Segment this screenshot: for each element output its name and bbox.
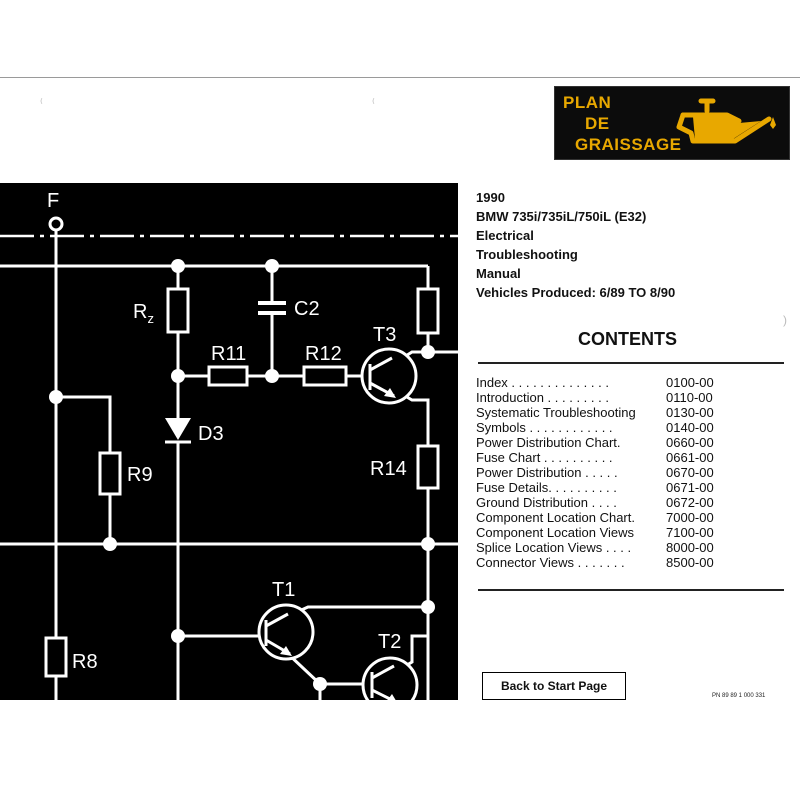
toc-item[interactable]: Component Location Chart. 7000-00 [476,510,776,525]
contents-top-rule [478,362,784,364]
schematic-labels: F Rz C2 R11 R12 T3 D3 R9 R14 T1 T2 R8 [47,190,407,673]
label-t3: T3 [373,324,396,346]
transistor-t2 [361,656,419,700]
toc-item-label[interactable]: Component Location Views [476,525,635,540]
toc-item[interactable]: Systematic Troubleshooting 0130-00 [476,405,776,420]
label-t1: T1 [272,579,295,601]
manual-year: 1990 [476,190,505,205]
toc-item-label[interactable]: Power Distribution . . . . . [476,465,618,480]
resistor-r9 [98,451,122,496]
contents-bottom-rule [478,589,784,591]
toc-item-label[interactable]: Splice Location Views . . . . [476,540,632,555]
resistor-r11 [207,365,249,387]
label-r9: R9 [127,464,153,486]
schematic-components [44,216,440,700]
toc-item-page[interactable]: 8500-00 [666,555,714,570]
toc-item[interactable]: Power Distribution Chart. 0660-00 [476,435,776,450]
label-c2: C2 [294,298,320,320]
transistor-internals [264,356,396,700]
oil-can-icon [676,98,776,144]
toc-item-page[interactable]: 0130-00 [666,405,714,420]
schematic-junctions [49,259,435,691]
transistor-t3 [360,347,418,405]
toc-item-page[interactable]: 0671-00 [666,480,714,495]
toc-item-label[interactable]: Systematic Troubleshooting [476,405,636,420]
resistor-r12 [302,365,348,387]
label-t2: T2 [378,631,401,653]
toc-item[interactable]: Splice Location Views . . . . 8000-00 [476,540,776,555]
resistor-rz [166,287,190,334]
toc-item-label[interactable]: Fuse Chart . . . . . . . . . . [476,450,613,465]
toc-item-label[interactable]: Index . . . . . . . . . . . . . . [476,375,609,390]
label-r11: R11 [211,343,246,365]
toc-item[interactable]: Fuse Chart . . . . . . . . . . 0661-00 [476,450,776,465]
resistor-r14 [416,444,440,490]
vehicles-produced: Vehicles Produced: 6/89 TO 8/90 [476,285,676,300]
top-divider [0,77,800,78]
diode-d3 [165,418,191,444]
toc-item-label[interactable]: Ground Distribution . . . . [476,495,617,510]
toc-item[interactable]: Introduction . . . . . . . . . 0110-00 [476,390,776,405]
toc-item-page[interactable]: 0672-00 [666,495,714,510]
resistor-top-right [416,287,440,335]
toc-item-label[interactable]: Connector Views . . . . . . . [476,555,625,570]
toc-item-page[interactable]: 7100-00 [666,525,714,540]
manual-title-line-2: Troubleshooting [476,247,578,262]
toc-item[interactable]: Power Distribution . . . . . 0670-00 [476,465,776,480]
toc-item-label[interactable]: Symbols . . . . . . . . . . . . [476,420,613,435]
circuit-schematic: F Rz C2 R11 R12 T3 D3 R9 R14 T1 T2 R8 [0,183,458,700]
toc-item-page[interactable]: 8000-00 [666,540,714,555]
toc-item-page[interactable]: 0670-00 [666,465,714,480]
manual-header: 1990 BMW 735i/735iL/750iL (E32) Electric… [476,188,796,302]
label-r8: R8 [72,651,98,673]
scan-mark: ⁽ [372,96,375,110]
toc-item-label[interactable]: Fuse Details. . . . . . . . . . [476,480,617,495]
label-rz: Rz [133,301,154,326]
logo-line-1: PLAN [563,93,612,112]
capacitor-c2 [258,301,286,315]
toc-item-label[interactable]: Power Distribution Chart. [476,435,621,450]
contents-list: Index . . . . . . . . . . . . . . 0100-00… [476,375,776,570]
label-f: F [47,190,59,212]
terminal-f [48,216,64,232]
toc-item-label[interactable]: Introduction . . . . . . . . . [476,390,609,405]
toc-item-label[interactable]: Component Location Chart. [476,510,635,525]
toc-item-page[interactable]: 0110-00 [666,390,713,405]
resistor-r8 [44,636,68,678]
part-number: PN 89 89 1 000 331 [712,693,766,699]
label-d3: D3 [198,423,224,445]
label-r14: R14 [370,458,407,480]
toc-item-page[interactable]: 0140-00 [666,420,714,435]
logo-line-3: GRAISSAGE [575,135,682,154]
toc-item[interactable]: Fuse Details. . . . . . . . . . 0671-00 [476,480,776,495]
schematic-arrows [280,388,396,700]
manual-title-line-1: Electrical [476,228,534,243]
scan-mark: ) [783,313,787,327]
toc-item[interactable]: Connector Views . . . . . . . 8500-00 [476,555,776,570]
label-r12: R12 [305,343,342,365]
toc-item-page[interactable]: 0660-00 [666,435,714,450]
logo-line-2: DE [585,114,610,133]
toc-item-page[interactable]: 0100-00 [666,375,714,390]
toc-item-page[interactable]: 7000-00 [666,510,714,525]
toc-item[interactable]: Index . . . . . . . . . . . . . . 0100-00 [476,375,776,390]
back-to-start-button[interactable]: Back to Start Page [482,672,626,700]
schematic-svg: F Rz C2 R11 R12 T3 D3 R9 R14 T1 T2 R8 [0,190,458,700]
scan-mark: ⁽ [40,96,43,110]
contents-title: CONTENTS [578,329,677,349]
toc-item[interactable]: Symbols . . . . . . . . . . . . 0140-00 [476,420,776,435]
manual-title-line-3: Manual [476,266,521,281]
plan-de-graissage-logo: PLAN DE GRAISSAGE [554,86,790,160]
toc-item[interactable]: Ground Distribution . . . . 0672-00 [476,495,776,510]
toc-item[interactable]: Component Location Views 7100-00 [476,525,776,540]
toc-item-page[interactable]: 0661-00 [666,450,714,465]
manual-model: BMW 735i/735iL/750iL (E32) [476,209,647,224]
